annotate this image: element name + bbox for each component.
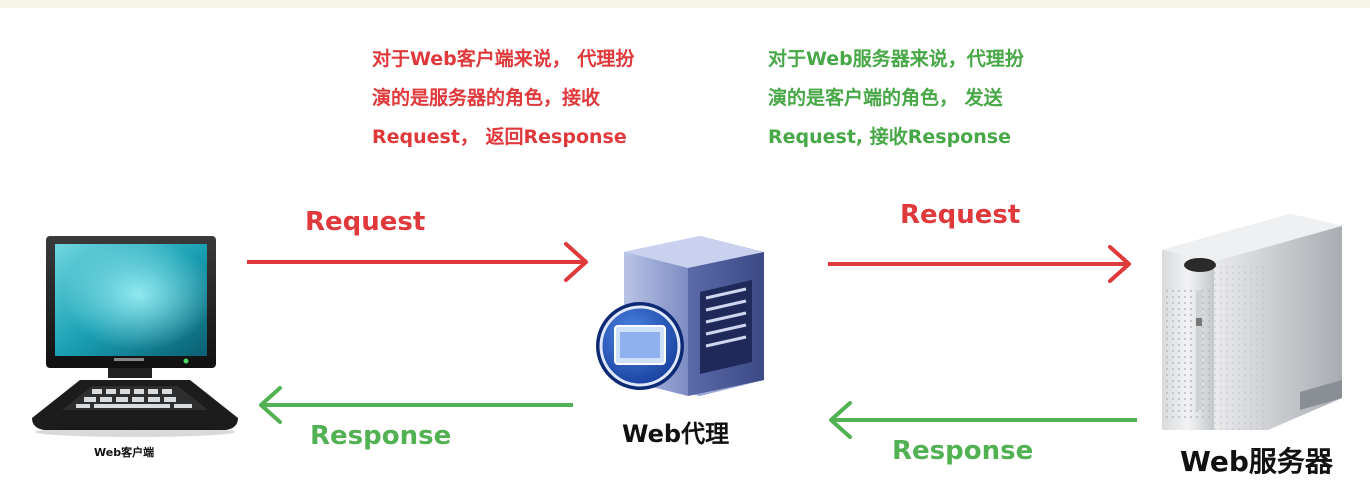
request-label-left: Request: [305, 207, 426, 237]
client-caption: Web客户端: [94, 446, 155, 459]
request-arrow-client-to-proxy: [247, 242, 588, 282]
response-arrow-proxy-to-client: [259, 386, 573, 424]
request-arrow-proxy-to-server: [828, 245, 1131, 283]
proxy-caption: Web代理: [622, 420, 730, 448]
server-note-line-3: Request, 接收Response: [768, 126, 1011, 148]
server-note-line-2: 演的是客户端的角色， 发送: [768, 87, 1003, 109]
client-note-line-2: 演的是服务器的角色，接收: [372, 87, 601, 109]
server-tower-icon: [1162, 214, 1342, 430]
response-label-left: Response: [310, 421, 452, 451]
client-note-line-1: 对于Web客户端来说， 代理扮: [372, 48, 635, 70]
computer-icon: [32, 236, 238, 437]
server-caption: Web服务器: [1180, 445, 1333, 478]
top-band: [0, 0, 1370, 8]
request-label-right: Request: [900, 200, 1021, 230]
client-note-line-3: Request， 返回Response: [372, 126, 627, 148]
server-note-line-1: 对于Web服务器来说，代理扮: [768, 48, 1024, 70]
server-side-note: 对于Web服务器来说，代理扮 演的是客户端的角色， 发送 Request, 接收…: [768, 40, 1024, 157]
proxy-server-icon: [596, 236, 764, 396]
response-arrow-server-to-proxy: [829, 401, 1137, 439]
response-label-right: Response: [892, 436, 1034, 466]
client-side-note: 对于Web客户端来说， 代理扮 演的是服务器的角色，接收 Request， 返回…: [372, 40, 634, 157]
